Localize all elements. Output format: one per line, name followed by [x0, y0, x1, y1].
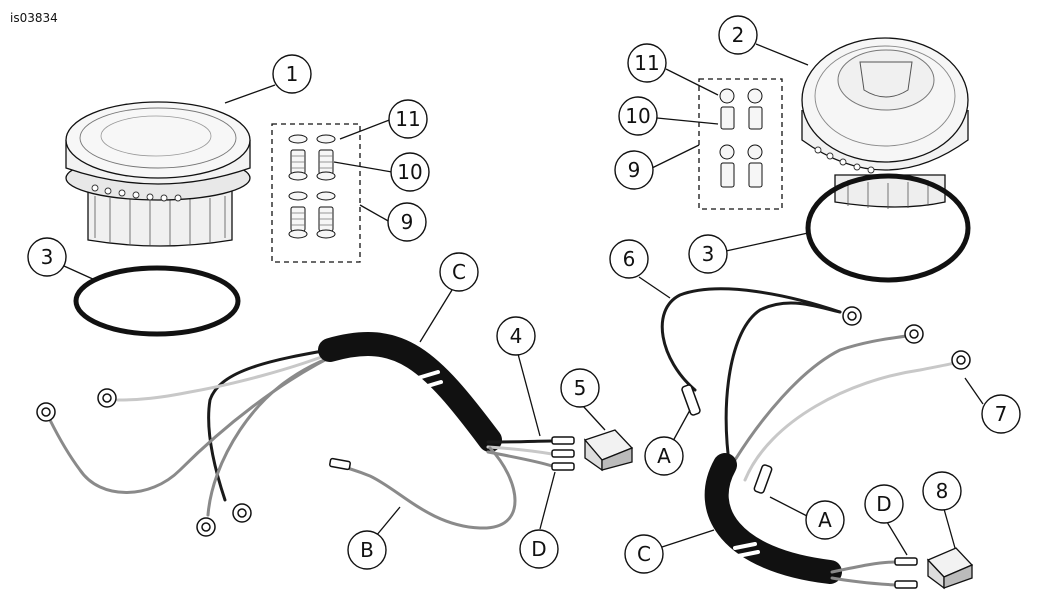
svg-text:7: 7: [995, 402, 1008, 426]
wire-harness-right: [660, 287, 960, 587]
leader-lines: [63, 43, 984, 556]
bar-and-shield-logo-icon: [859, 61, 913, 98]
svg-text:C: C: [637, 542, 651, 566]
callout-2: 2: [718, 15, 758, 55]
svg-text:D: D: [531, 537, 546, 561]
svg-text:9: 9: [401, 210, 414, 234]
callout-C-right: C: [624, 534, 664, 574]
svg-text:B: B: [360, 538, 374, 562]
callout-7: 7: [981, 394, 1021, 434]
svg-text:A: A: [657, 444, 671, 468]
callout-11-right: 11: [627, 43, 667, 83]
callout-C-left: C: [439, 252, 479, 292]
o-ring-right: [805, 173, 971, 283]
o-ring-left: [73, 265, 241, 337]
callout-A-lower: A: [805, 500, 845, 540]
connector-5: [583, 429, 634, 472]
callout-9-left: 9: [387, 202, 427, 242]
svg-text:6: 6: [623, 247, 636, 271]
svg-text:8: 8: [936, 479, 949, 503]
ring-terminals-left: [36, 388, 575, 537]
hardware-kit-left: [271, 123, 361, 263]
svg-text:10: 10: [625, 104, 650, 128]
callout-6: 6: [609, 239, 649, 279]
svg-text:4: 4: [510, 324, 523, 348]
svg-text:2: 2: [732, 23, 745, 47]
callout-3-right: 3: [688, 234, 728, 274]
svg-text:5: 5: [574, 376, 587, 400]
svg-text:D: D: [876, 492, 891, 516]
callout-3-left: 3: [27, 237, 67, 277]
callout-B: B: [347, 530, 387, 570]
svg-text:11: 11: [634, 51, 659, 75]
callout-8: 8: [922, 471, 962, 511]
callout-10-right: 10: [618, 96, 658, 136]
svg-text:3: 3: [702, 242, 715, 266]
lamp-housing-right: [801, 37, 969, 209]
callout-D-right: D: [864, 484, 904, 524]
hardware-kit-right: [698, 78, 783, 210]
callout-D-left: D: [519, 529, 559, 569]
svg-text:C: C: [452, 260, 466, 284]
callout-5: 5: [560, 368, 600, 408]
svg-text:10: 10: [397, 160, 422, 184]
figure-id: is03834: [10, 11, 58, 25]
callout-4: 4: [496, 316, 536, 356]
callout-1: 1: [272, 54, 312, 94]
callout-11-left: 11: [388, 99, 428, 139]
svg-text:3: 3: [41, 245, 54, 269]
callout-9-right: 9: [614, 150, 654, 190]
callout-10-left: 10: [390, 152, 430, 192]
callout-A-upper: A: [644, 436, 684, 476]
svg-text:1: 1: [286, 62, 299, 86]
ring-terminals-right: [681, 306, 971, 589]
svg-text:A: A: [818, 508, 832, 532]
connector-8: [926, 547, 974, 590]
svg-text:11: 11: [395, 107, 420, 131]
lamp-housing-left: [65, 101, 251, 247]
callouts: 1 11 10 9 3 C 4 5 B D 2 11 10 9 3 6 7 A …: [27, 15, 1021, 574]
svg-text:9: 9: [628, 158, 641, 182]
wire-harness-left: [48, 332, 554, 530]
